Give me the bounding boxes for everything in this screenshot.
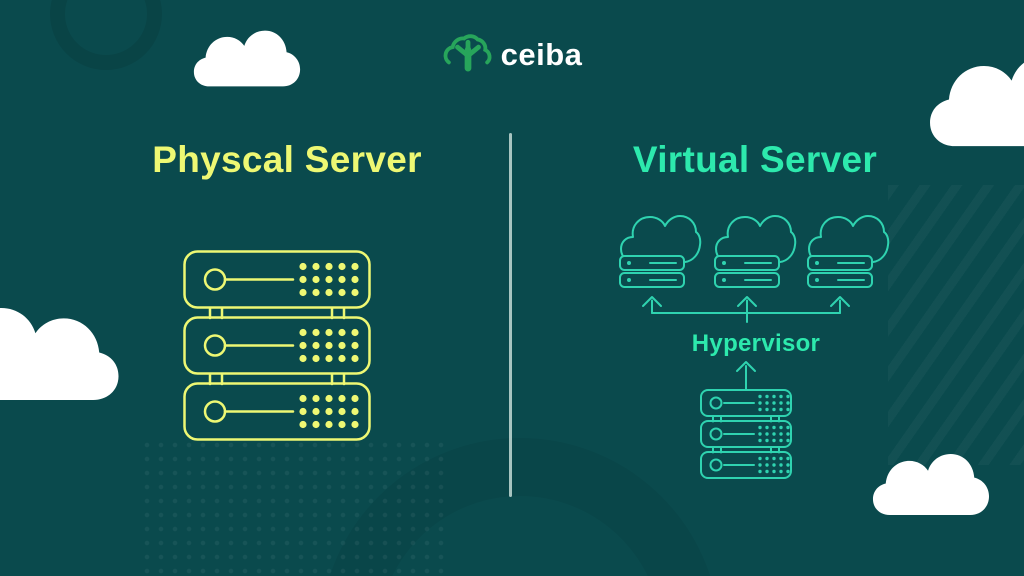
- section-divider: [509, 133, 512, 497]
- brand-name: ceiba: [500, 37, 583, 72]
- arrow-up-icon: [736, 361, 756, 391]
- brand-logo: ceiba: [0, 26, 1024, 77]
- physical-server-title: Physcal Server: [152, 139, 422, 180]
- arrow-up-icon: [737, 296, 757, 314]
- virtualization-diagram: [612, 200, 900, 482]
- cloud-icon: [193, 27, 301, 90]
- virtual-server-title: Virtual Server: [632, 139, 878, 180]
- dot-grid-pattern: [140, 438, 450, 576]
- hypervisor-label: Hypervisor: [691, 330, 821, 357]
- cloud-server-icon: [807, 215, 890, 288]
- host-server-rack-icon: [700, 389, 792, 479]
- diagonal-stripes: [888, 185, 1024, 465]
- server-rack-icon: [183, 250, 375, 442]
- cloud-icon: [0, 302, 120, 406]
- cloud-server-icon: [619, 215, 702, 288]
- cloud-icon: [928, 50, 1024, 152]
- cloud-server-icon: [714, 215, 797, 288]
- arrow-up-icon: [830, 296, 850, 314]
- ceiba-tree-icon: [442, 26, 494, 77]
- arrow-up-icon: [642, 296, 662, 314]
- cloud-icon: [872, 450, 990, 519]
